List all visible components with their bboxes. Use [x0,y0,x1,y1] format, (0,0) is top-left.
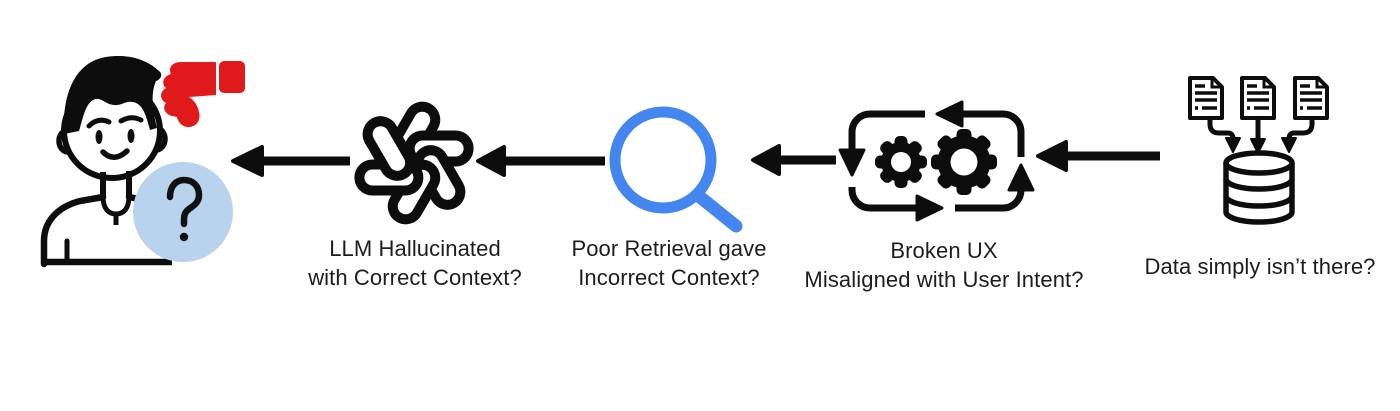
thumb-sleeve [219,61,245,93]
hair [63,56,162,134]
caption-line: Poor Retrieval gave [571,236,767,261]
eyebrow [86,117,112,129]
caption-line: Incorrect Context? [578,265,760,290]
eyebrow [118,115,144,124]
caption-llm: LLM Hallucinated with Correct Context? [240,234,590,292]
thumbs-down-icon [161,61,245,128]
question-mark-icon [133,162,233,262]
caption-line: Broken UX [890,238,998,263]
magnifier-ring [609,106,717,214]
caption-retrieval: Poor Retrieval gave Incorrect Context? [494,234,844,292]
search-icon [609,106,743,233]
caption-line: Misaligned with User Intent? [804,267,1084,292]
caption-line: Data simply isn’t there? [1144,254,1376,279]
caption-line: LLM Hallucinated [329,236,501,261]
flow-arrow [231,145,350,177]
eye [95,130,103,144]
question-glyph [166,176,203,228]
document-icon [1240,76,1276,120]
question-dot [179,232,189,242]
flow-arrow [476,145,605,177]
document-icon [1293,76,1329,120]
document-icon [1188,76,1224,120]
gear-large [931,129,997,195]
database-icon [1223,150,1295,225]
shoulder-left [40,193,107,268]
ingest-arrows [1207,117,1315,154]
flow-arrow [751,144,836,176]
gears-cycle-icon [838,100,1035,222]
caption-ux: Broken UX Misaligned with User Intent? [764,236,1124,294]
eye [127,129,135,143]
flow-arrow [1036,140,1160,172]
openai-logo-icon [354,101,474,225]
caption-line: with Correct Context? [308,265,522,290]
thumb-fist [161,62,216,128]
caption-data: Data simply isn’t there? [1085,252,1400,281]
magnifier-handle [693,190,743,233]
documents-database-icon [1188,76,1329,225]
smile [100,148,130,160]
collar [100,190,132,217]
gear-small [875,136,927,188]
